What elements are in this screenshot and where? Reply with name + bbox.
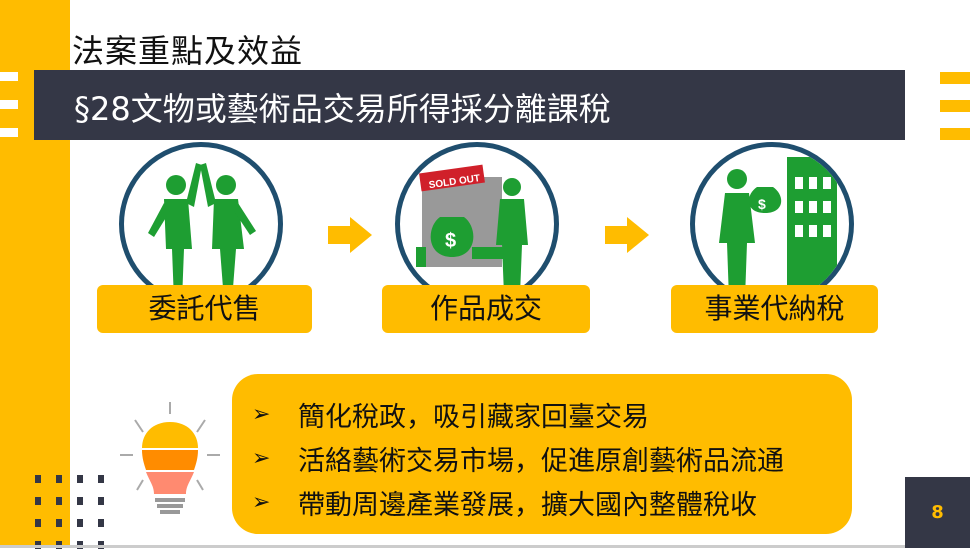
sold-out-money-icon: SOLD OUT $ (395, 142, 559, 306)
benefits-box: ➢ 簡化稅政，吸引藏家回臺交易 ➢ 活絡藝術交易市場，促進原創藝術品流通 ➢ 帶動周邊… (232, 374, 852, 534)
svg-text:$: $ (445, 230, 456, 252)
dot (35, 497, 41, 505)
dot (77, 519, 83, 527)
benefit-text: 簡化稅政，吸引藏家回臺交易 (298, 401, 649, 433)
stripe (940, 128, 970, 140)
arrow-bullet-icon: ➢ (252, 445, 271, 471)
arrow-right-icon (605, 226, 627, 244)
dot (98, 519, 104, 527)
arrow-right-icon (627, 217, 649, 253)
stripe (940, 72, 970, 84)
dot (98, 497, 104, 505)
benefit-item: ➢ 帶動周邊產業發展，擴大國內整體稅收 (252, 480, 852, 524)
section-header: §28文物或藝術品交易所得採分離課稅 (34, 70, 905, 140)
lightbulb-icon (115, 400, 225, 519)
dot (77, 497, 83, 505)
benefit-text: 帶動周邊產業發展，擴大國內整體稅收 (298, 489, 757, 521)
arrow-bullet-icon: ➢ (252, 489, 271, 515)
benefit-item: ➢ 活絡藝術交易市場，促進原創藝術品流通 (252, 436, 852, 480)
slide-title: 法案重點及效益 (72, 32, 304, 70)
page-number: 8 (905, 477, 970, 548)
dot (98, 475, 104, 483)
step-label: 委託代售 (97, 285, 312, 333)
dot (56, 519, 62, 527)
arrow-right-icon (328, 226, 350, 244)
stripe (0, 72, 18, 81)
benefit-text: 活絡藝術交易市場，促進原創藝術品流通 (298, 445, 784, 477)
dot (56, 497, 62, 505)
stripe (0, 100, 18, 109)
dot (56, 475, 62, 483)
stripe (0, 128, 18, 137)
arrow-bullet-icon: ➢ (252, 401, 271, 427)
stripe (940, 100, 970, 112)
step-label: 事業代納稅 (671, 285, 878, 333)
svg-text:$: $ (758, 196, 766, 212)
businessman-building-icon: $ (690, 142, 854, 306)
benefit-item: ➢ 簡化稅政，吸引藏家回臺交易 (252, 392, 852, 436)
divider (0, 545, 905, 548)
high-five-people-icon (119, 142, 283, 306)
arrow-right-icon (350, 217, 372, 253)
decorative-dot-grid (35, 475, 110, 549)
dot (35, 519, 41, 527)
step-label: 作品成交 (382, 285, 590, 333)
dot (35, 475, 41, 483)
dot (77, 475, 83, 483)
